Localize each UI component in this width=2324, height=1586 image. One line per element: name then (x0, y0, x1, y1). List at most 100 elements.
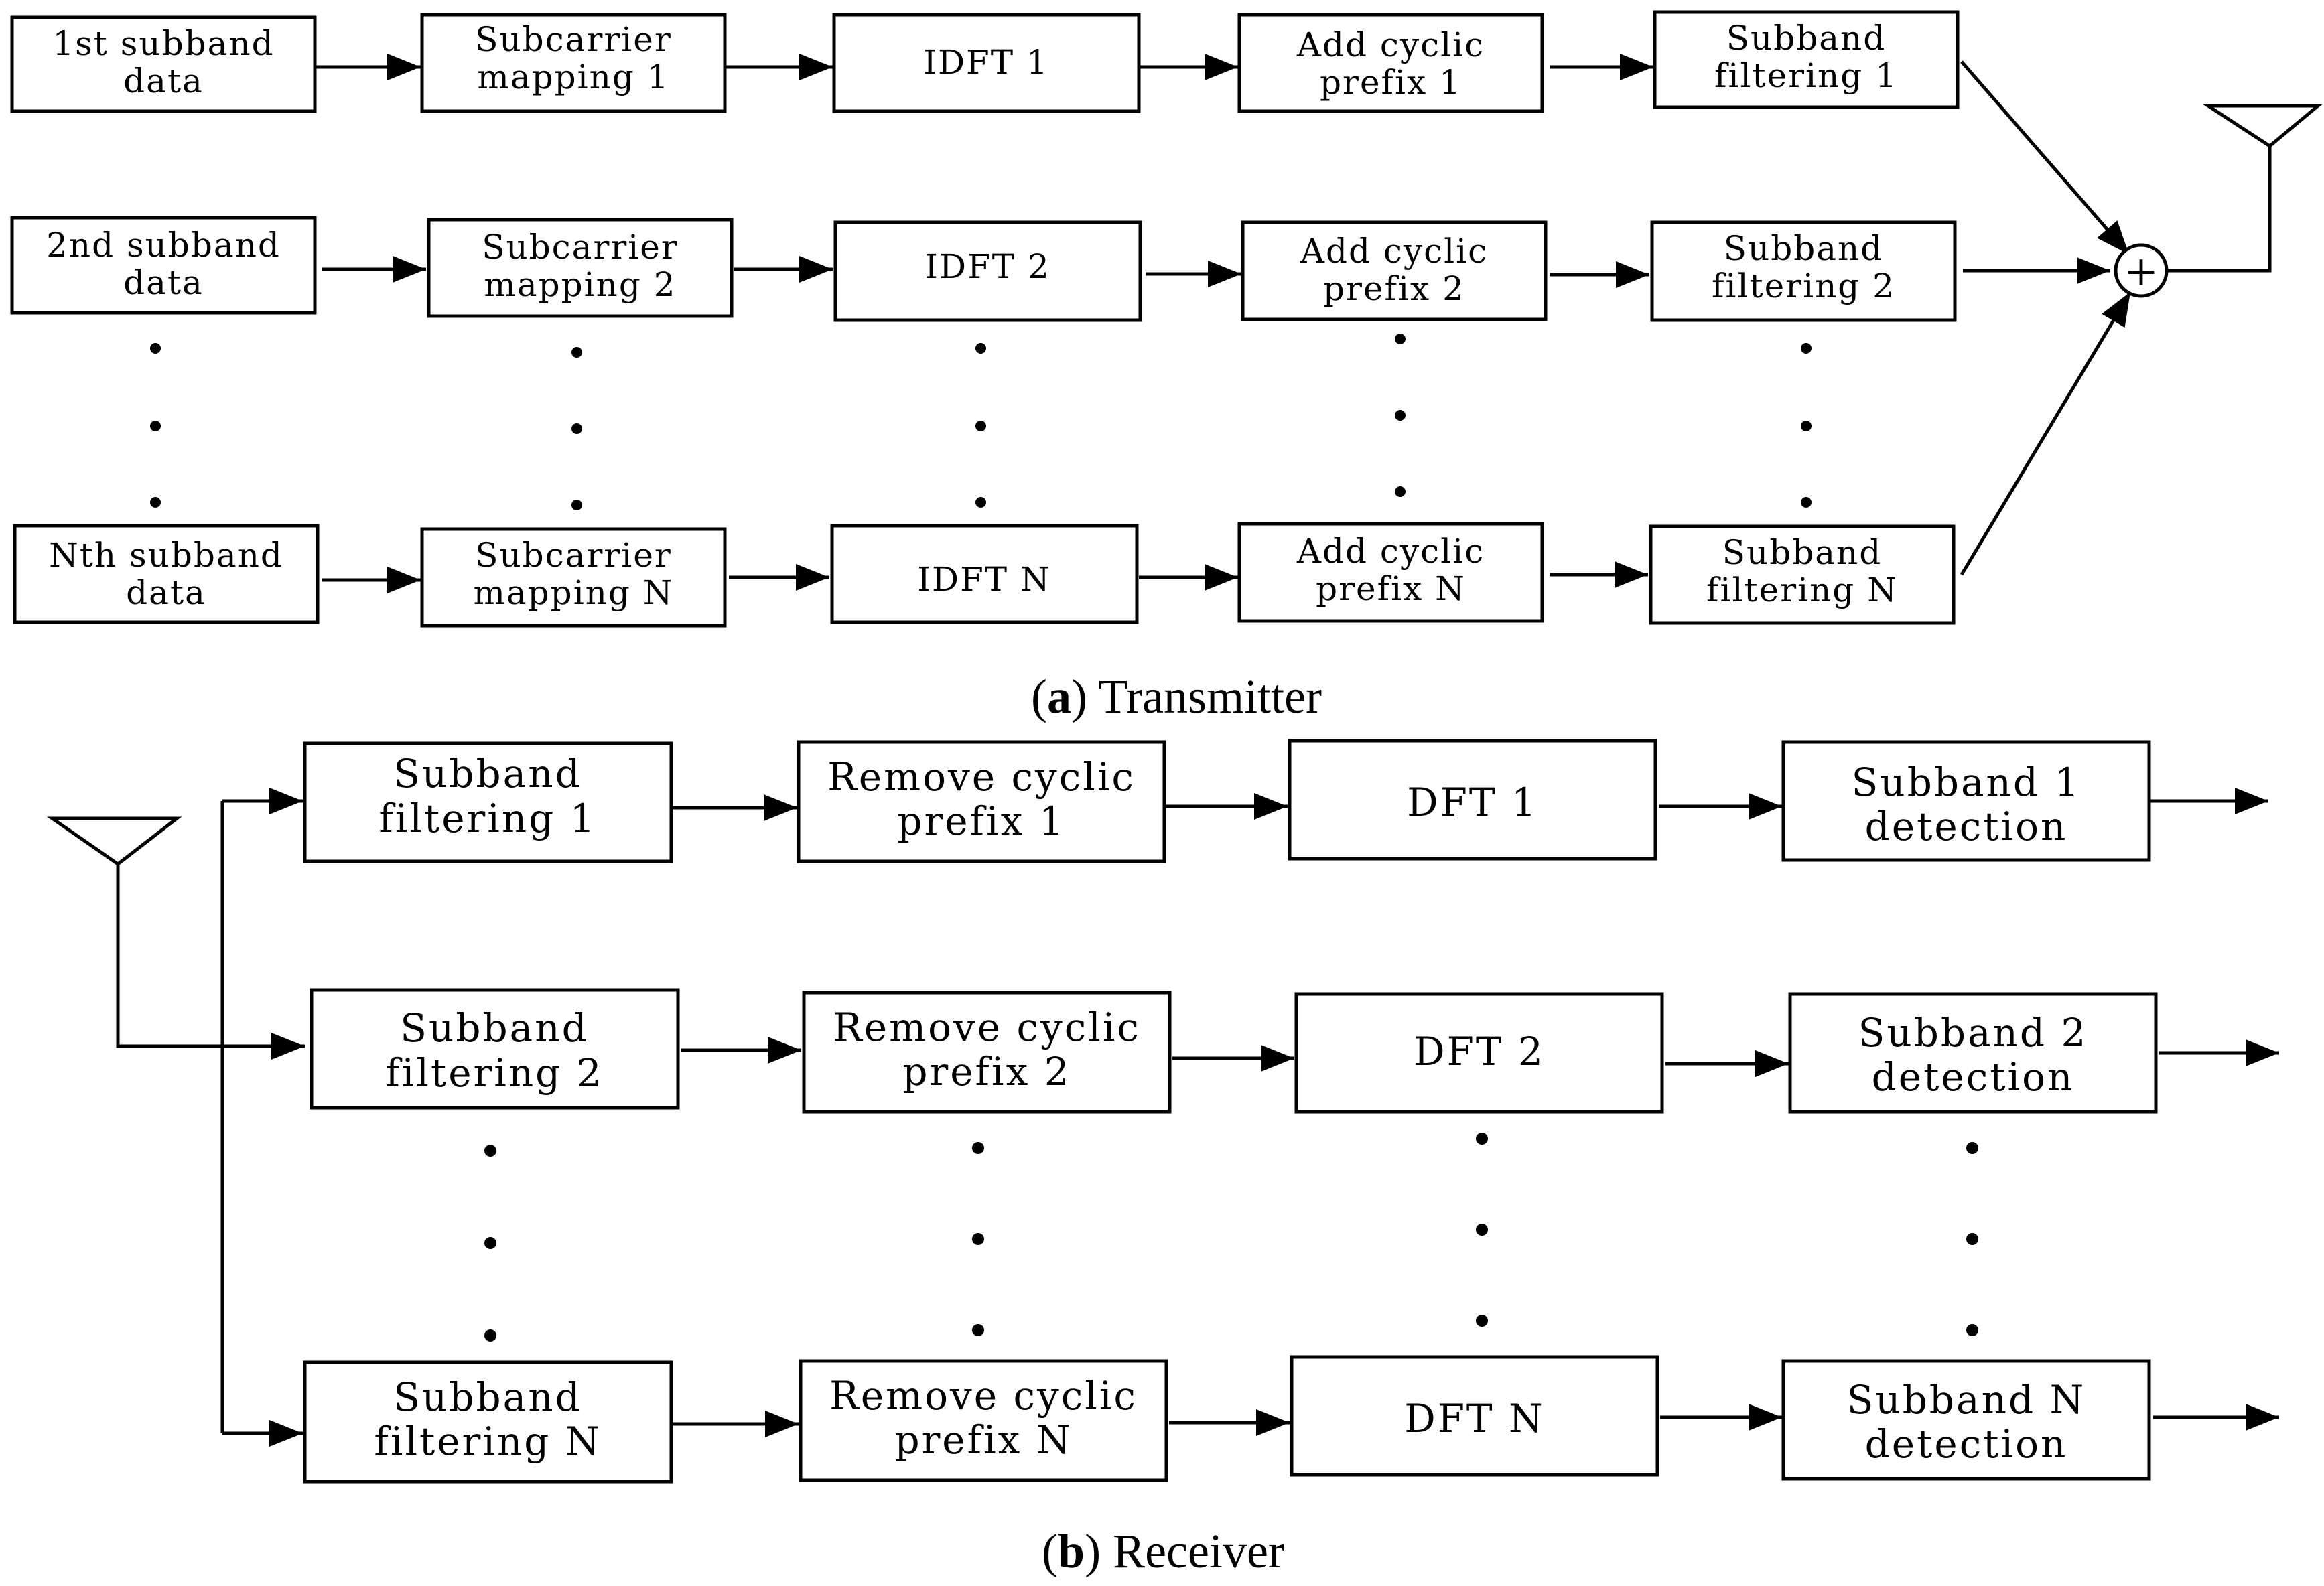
tx-cp-n-line-2: prefix N (1316, 569, 1466, 608)
transmitter-caption-text: (a) Transmitter (1031, 670, 1322, 723)
rx-filter-n-box: Subband filtering N (303, 1360, 673, 1484)
rx-filter-2-box: Subband filtering 2 (310, 988, 680, 1110)
tx-cp-n-box: Add cyclic prefix N (1237, 522, 1544, 623)
caption-label-a: Transmitter (1099, 670, 1322, 723)
tx-data-2-box: 2nd subband data (10, 216, 317, 315)
rx-filter-1-line-2: filtering 1 (379, 796, 596, 841)
tx-data-n-line-1: Nth subband (49, 536, 283, 575)
transmitter-diagram: 1st subband data Subcarrier mapping 1 ID… (10, 10, 2323, 628)
rx-detect-2-line-2: detection (1872, 1054, 2075, 1100)
rx-cp-1-box: Remove cyclic prefix 1 (797, 740, 1166, 863)
tx-cp-2-box: Add cyclic prefix 2 (1241, 220, 1548, 321)
rx-cp-2-box: Remove cyclic prefix 2 (802, 991, 1172, 1114)
tx-filter-2-line-2: filtering 2 (1712, 267, 1895, 305)
tx-cp-1-line-2: prefix 1 (1320, 63, 1462, 102)
rx-detect-1-line-1: Subband 1 (1852, 760, 2081, 805)
receiver-caption-text: (b) Receiver (1042, 1524, 1284, 1578)
tx-mapping-1-line-2: mapping 1 (477, 58, 669, 96)
receiver-caption: (b) Receiver (1042, 1524, 1284, 1578)
rx-detect-2-line-1: Subband 2 (1858, 1010, 2088, 1056)
tx-idft-2-label: IDFT 2 (925, 247, 1050, 286)
tx-ellipsis-dots (150, 334, 1812, 510)
rx-filter-2-line-1: Subband (400, 1005, 588, 1051)
tx-filter-n-line-1: Subband (1722, 533, 1883, 572)
rx-filter-1-box: Subband filtering 1 (303, 741, 673, 863)
tx-mapping-2-line-2: mapping 2 (484, 265, 676, 304)
tx-filter-1-line-2: filtering 1 (1714, 56, 1898, 95)
rx-filter-n-line-1: Subband (393, 1374, 582, 1420)
rx-row-n: Subband filtering N Remove cyclic prefix… (303, 1355, 2279, 1484)
tx-cp-1-box: Add cyclic prefix 1 (1237, 13, 1544, 113)
tx-idft-1-box: IDFT 1 (832, 13, 1141, 113)
rx-filter-n-line-2: filtering N (374, 1419, 601, 1464)
tx-cp-1-line-1: Add cyclic (1296, 25, 1485, 64)
rx-cp-n-box: Remove cyclic prefix N (799, 1359, 1168, 1482)
tx-data-1-line-2: data (123, 62, 204, 100)
summation-icon: + (2114, 243, 2169, 298)
rx-cp-1-line-1: Remove cyclic (827, 754, 1136, 800)
tx-idft-1-label: IDFT 1 (923, 43, 1049, 82)
rx-dft-n-box: DFT N (1290, 1355, 1659, 1477)
tx-filter-n-line-2: filtering N (1706, 571, 1898, 609)
tx-filter-1-box: Subband filtering 1 (1653, 10, 1960, 109)
tx-mapping-2-box: Subcarrier mapping 2 (427, 218, 734, 318)
tx-filter-1-line-1: Subband (1726, 19, 1887, 58)
rx-dft-2-box: DFT 2 (1294, 992, 1664, 1114)
rx-detect-2-box: Subband 2 detection (1788, 992, 2158, 1114)
rx-row-2: Subband filtering 2 Remove cyclic prefix… (310, 988, 2279, 1114)
tx-row-n: Nth subband data Subcarrier mapping N ID… (13, 522, 1956, 628)
tx-filter-2-line-1: Subband (1724, 229, 1884, 268)
tx-filter-2-box: Subband filtering 2 (1650, 220, 1957, 322)
tx-mapping-n-box: Subcarrier mapping N (420, 527, 727, 628)
rx-detect-1-line-2: detection (1865, 804, 2068, 849)
tx-row-1: 1st subband data Subcarrier mapping 1 ID… (10, 10, 1960, 113)
rx-cp-2-line-1: Remove cyclic (833, 1005, 1141, 1050)
caption-letter-b: b (1058, 1524, 1085, 1578)
rx-cp-n-line-1: Remove cyclic (829, 1373, 1138, 1419)
receiver-diagram: Subband filtering 1 Remove cyclic prefix… (47, 739, 2279, 1484)
rx-detect-n-box: Subband N detection (1781, 1359, 2151, 1481)
rx-dft-1-label: DFT 1 (1407, 780, 1538, 825)
tx-data-2-line-2: data (123, 263, 204, 302)
tx-data-n-box: Nth subband data (13, 524, 320, 624)
rx-detect-n-line-1: Subband N (1847, 1377, 2086, 1423)
rx-filter-1-line-1: Subband (393, 751, 582, 796)
rx-dft-2-label: DFT 2 (1414, 1029, 1545, 1074)
tx-row-2: 2nd subband data Subcarrier mapping 2 ID… (10, 216, 2110, 322)
tx-cp-n-line-1: Add cyclic (1296, 532, 1485, 571)
summation-symbol: + (2124, 246, 2159, 295)
tx-data-1-line-1: 1st subband (52, 24, 274, 63)
tx-idft-n-label: IDFT N (917, 560, 1051, 599)
antenna-icon (2202, 104, 2323, 149)
rx-detect-n-line-2: detection (1865, 1421, 2068, 1467)
tx-mapping-1-box: Subcarrier mapping 1 (420, 13, 727, 113)
rx-dft-n-label: DFT N (1404, 1396, 1545, 1441)
rx-input-line (116, 864, 305, 1060)
tx-idft-n-box: IDFT N (830, 524, 1139, 624)
tx-data-n-line-2: data (126, 573, 206, 612)
caption-label-b: Receiver (1113, 1524, 1284, 1578)
tx-mapping-1-line-1: Subcarrier (475, 20, 672, 59)
rx-cp-1-line-2: prefix 1 (897, 798, 1065, 844)
rx-cp-n-line-2: prefix N (894, 1417, 1072, 1463)
tx-data-1-box: 1st subband data (10, 15, 317, 113)
tx-output-line (2167, 146, 2272, 273)
tx-cp-2-line-2: prefix 2 (1323, 269, 1465, 308)
tx-combine-line-n (1960, 291, 2132, 576)
tx-combine-line-1 (1960, 60, 2130, 256)
rx-dft-1-box: DFT 1 (1288, 739, 1657, 861)
rx-ellipsis-dots (484, 1133, 1978, 1342)
tx-idft-2-box: IDFT 2 (833, 220, 1142, 322)
tx-mapping-n-line-1: Subcarrier (475, 536, 672, 575)
rx-filter-2-line-2: filtering 2 (385, 1050, 603, 1096)
tx-cp-2-line-1: Add cyclic (1300, 232, 1488, 271)
rx-detect-1-box: Subband 1 detection (1781, 740, 2151, 862)
rx-row-1: Subband filtering 1 Remove cyclic prefix… (303, 739, 2268, 863)
tx-data-2-line-1: 2nd subband (46, 226, 281, 265)
antenna-icon (47, 816, 182, 867)
caption-letter-a: a (1047, 670, 1071, 723)
rx-cp-2-line-2: prefix 2 (902, 1049, 1071, 1094)
tx-filter-n-box: Subband filtering N (1649, 524, 1956, 625)
tx-mapping-2-line-1: Subcarrier (482, 228, 679, 267)
